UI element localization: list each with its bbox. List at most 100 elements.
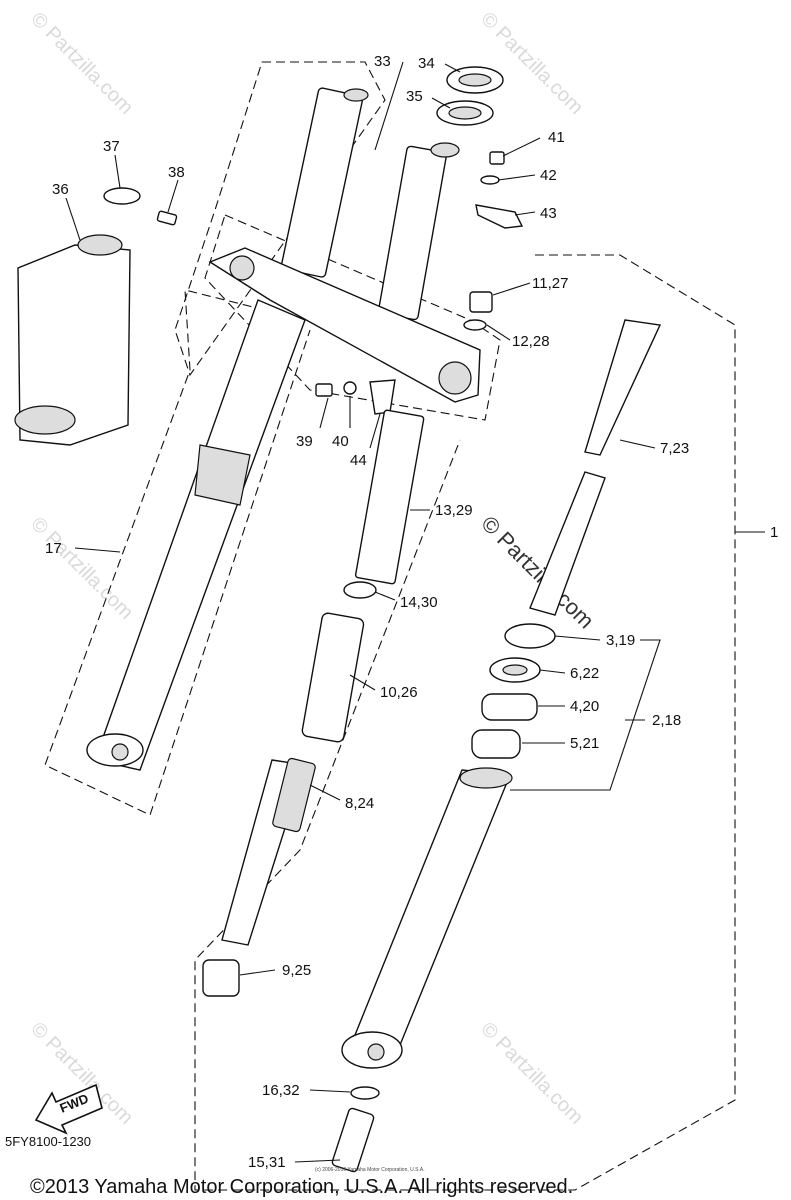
leader-17 — [74, 547, 121, 553]
leader-36 — [65, 197, 81, 241]
taper-spindle-9 — [202, 959, 240, 997]
stem-top — [430, 142, 460, 158]
callout-38: 38 — [168, 164, 185, 181]
watermark: © Partzilla.com — [476, 8, 587, 119]
clamp-37 — [103, 187, 141, 205]
outer-tube-2 — [354, 769, 512, 1046]
callout-36: 36 — [52, 181, 69, 198]
leader-11-27 — [492, 282, 531, 296]
callout-37: 37 — [103, 138, 120, 155]
leader-42 — [497, 174, 536, 181]
callout-7-23: 7,23 — [660, 440, 689, 457]
leader-12-28 — [486, 324, 511, 341]
leader-35 — [431, 97, 451, 109]
steering-stem — [377, 145, 448, 321]
bolt-41 — [489, 151, 505, 165]
outline-left-fork — [44, 289, 311, 816]
fork-17-collar — [194, 444, 251, 506]
fork-boot-36 — [17, 244, 131, 446]
leader-9-25 — [239, 969, 276, 976]
leader-14-30 — [374, 591, 396, 601]
callout-17: 17 — [45, 540, 62, 557]
clamp-44 — [369, 379, 396, 415]
leader-41 — [502, 137, 541, 157]
callout-9-25: 9,25 — [282, 962, 311, 979]
bearing-35-inner — [448, 106, 482, 120]
washer-42 — [480, 175, 500, 185]
cap-bolt-11 — [469, 291, 493, 313]
washer-5 — [471, 729, 521, 759]
leader-6-22 — [539, 669, 566, 674]
fwd-arrow: FWD — [34, 1083, 103, 1135]
bolt-39 — [315, 383, 333, 397]
callout-35: 35 — [406, 88, 423, 105]
callout-2-18: 2,18 — [652, 712, 681, 729]
oil-seal-4 — [481, 693, 538, 721]
watermark: © Partzilla.com — [26, 513, 137, 624]
copyright-notice: ©2013 Yamaha Motor Corporation, U.S.A. A… — [30, 1176, 573, 1198]
callout-12-28: 12,28 — [512, 333, 550, 350]
outline-inner-tube — [174, 61, 386, 377]
leader-39 — [319, 397, 329, 429]
callout-3-19: 3,19 — [606, 632, 635, 649]
small-copyright: (c) 2006-2016 Yamaha Motor Corporation, … — [315, 1167, 425, 1173]
clip-3 — [504, 623, 556, 649]
leader-38 — [167, 179, 179, 213]
boot-bottom — [14, 405, 76, 435]
damper-rod-8-rings — [272, 757, 316, 833]
left-fork-leg — [86, 299, 306, 771]
callout-43: 43 — [540, 205, 557, 222]
callout-41: 41 — [548, 129, 565, 146]
leader-3-19 — [554, 635, 601, 641]
under-bracket — [208, 247, 481, 403]
callout-40: 40 — [332, 433, 349, 450]
callout-42: 42 — [540, 167, 557, 184]
callout-44: 44 — [350, 452, 367, 469]
inner-tube-cap — [343, 88, 369, 102]
callout-5-21: 5,21 — [570, 735, 599, 752]
bolt-15 — [331, 1107, 375, 1173]
watermark: © Partzilla.com — [26, 8, 137, 119]
bracket-clamp — [438, 361, 472, 395]
boot-parts — [14, 187, 178, 446]
spring-10 — [301, 612, 365, 743]
callout-33: 33 — [374, 53, 391, 70]
callout-16-32: 16,32 — [262, 1082, 300, 1099]
callout-10-26: 10,26 — [380, 684, 418, 701]
leader-44 — [369, 413, 381, 449]
fork-17-axle-hole — [111, 743, 129, 761]
watermark: © Partzilla.com — [476, 1018, 587, 1129]
leader-43 — [514, 211, 536, 216]
callout-11-27: 11,27 — [532, 275, 568, 292]
callouts: 33 34 35 41 42 43 37 38 36 11,27 12,28 3… — [45, 53, 778, 1171]
leader-10-26 — [349, 674, 376, 691]
leader-37 — [114, 154, 121, 189]
screw-38 — [156, 210, 178, 226]
inner-tube-upper — [280, 87, 364, 278]
leader-2-18-bracket — [510, 639, 661, 791]
callout-14-30: 14,30 — [400, 594, 438, 611]
fwd-arrow-icon — [34, 1083, 103, 1135]
upper-parts — [208, 66, 524, 415]
leader-33 — [374, 61, 404, 151]
outer-tube-2-axle-hole — [367, 1043, 385, 1061]
leader-16-32 — [309, 1089, 351, 1093]
leader-34 — [444, 63, 461, 73]
outline-right-fork — [194, 254, 736, 1191]
callout-8-24: 8,24 — [345, 795, 374, 812]
callout-39: 39 — [296, 433, 313, 450]
diagram-code: 5FY8100-1230 — [5, 1134, 91, 1149]
dust-seal-6-inner — [502, 664, 528, 676]
callout-4-20: 4,20 — [570, 698, 599, 715]
washer-16 — [350, 1086, 380, 1100]
callout-34: 34 — [418, 55, 435, 72]
bracket-clamp-left — [229, 255, 255, 281]
outer-tube-2-top — [459, 767, 513, 789]
outer-tube-17 — [94, 299, 306, 771]
boot-top — [77, 234, 123, 256]
washer-40 — [343, 381, 357, 395]
callout-1: 1 — [770, 524, 778, 541]
leader-15-31 — [294, 1159, 341, 1163]
